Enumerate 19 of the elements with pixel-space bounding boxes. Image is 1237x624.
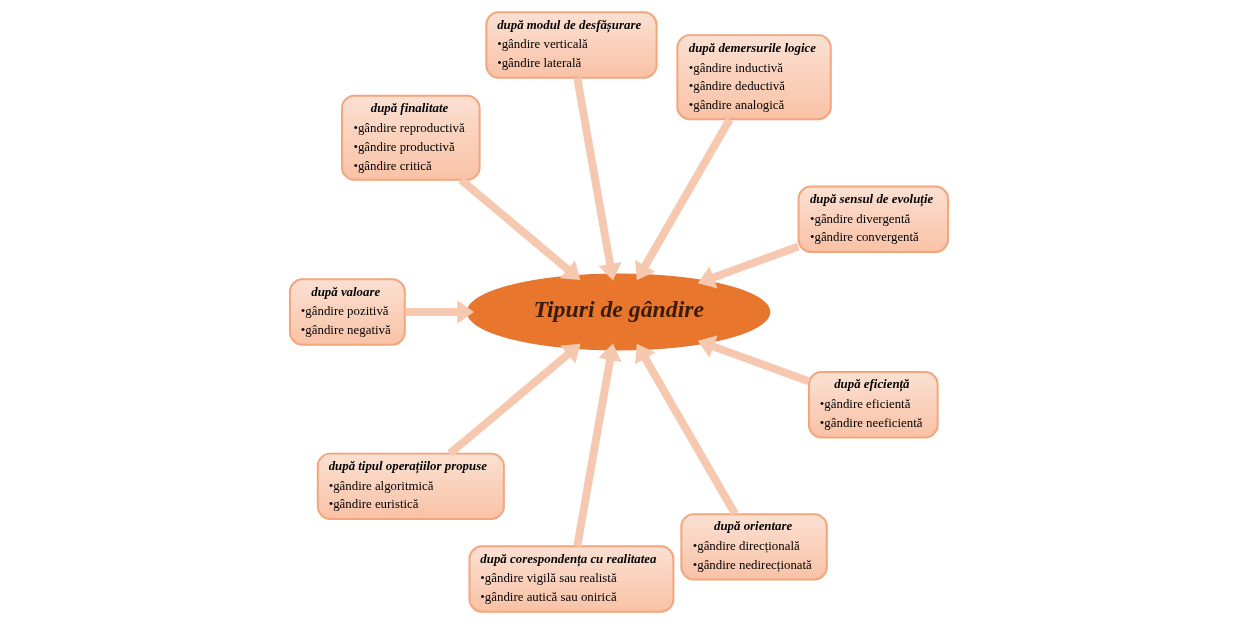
arrow <box>458 176 580 280</box>
node-box: după modul de desfășurare •gândire verticală •gândire laterală <box>484 11 658 79</box>
node-box: după demersurile logice •gândire inductivă •gândire deductivă •gândire analogică <box>675 34 832 121</box>
arrow <box>404 300 474 324</box>
node-box: după eficiență •gândire eficientă •gândire neeficientă <box>807 371 939 439</box>
node-box: după tipul operațiilor propuse •gândire algoritmică •gândire euristică <box>316 452 505 520</box>
node-box: după valoare •gândire pozitivă •gândire negativă <box>288 278 406 346</box>
arrow <box>697 242 800 289</box>
arrow <box>446 343 581 457</box>
arrow <box>572 77 622 281</box>
arrow <box>572 343 622 547</box>
node-box: după finalitate •gândire reproductivă •gândire productivă •gândire critică <box>340 94 481 181</box>
node-ellipse: Tipuri de gândire <box>466 273 770 351</box>
node-box: după corespondența cu realitatea •gândire vigilă sau realistă •gândire autică sau onirică <box>468 545 674 613</box>
arrow <box>634 117 733 281</box>
node-box: după orientare •gândire direcțională •gândire nedirecționată <box>679 513 828 581</box>
node-box: după sensul de evoluție •gândire divergentă •gândire convergentă <box>797 185 949 253</box>
arrow <box>697 335 810 385</box>
arrow <box>634 343 739 516</box>
